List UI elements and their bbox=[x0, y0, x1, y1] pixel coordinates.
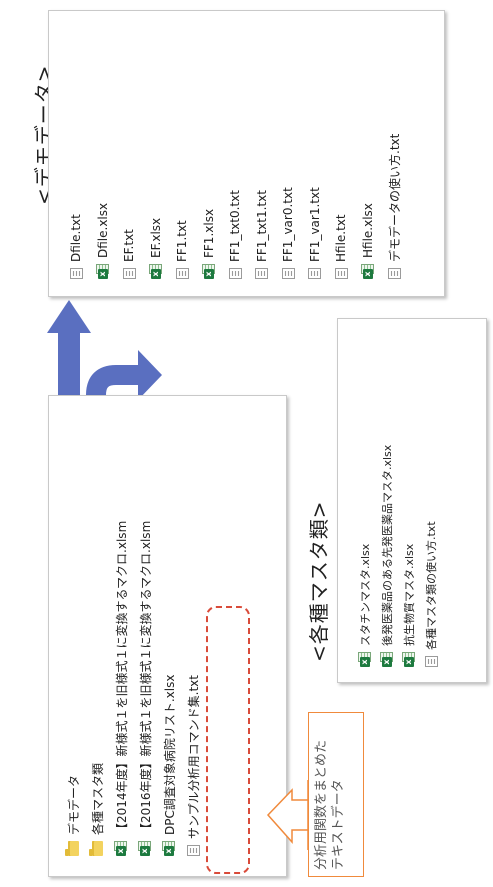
master-folder-title: <各種マスタ類> bbox=[307, 500, 331, 662]
file-name-label: DPC調査対象病院リスト.xlsx bbox=[162, 674, 177, 835]
file-list-item[interactable]: FF1_txt0.txt bbox=[222, 134, 249, 279]
file-name-label: EF.txt bbox=[122, 229, 137, 262]
file-list-item[interactable]: x 後発医薬品のある先発医薬品マスタ.xlsx bbox=[376, 445, 398, 667]
main-folder-panel: デモデータ各種マスタ類 x 【2014年度】新様式１を旧様式１に変換するマクロ.xl… bbox=[48, 395, 287, 877]
excel-icon: x bbox=[360, 264, 375, 279]
file-list-item[interactable]: 各種マスタ類 bbox=[85, 521, 109, 856]
file-name-label: Dfile.xlsx bbox=[95, 202, 110, 258]
file-name-label: FF1_txt0.txt bbox=[228, 190, 243, 262]
text-file-icon bbox=[228, 268, 242, 279]
text-file-icon bbox=[334, 268, 348, 279]
excel-icon: x bbox=[95, 264, 110, 279]
file-name-label: 【2016年度】新様式１を旧様式１に変換するマクロ.xlsm bbox=[138, 520, 153, 835]
excel-icon: x bbox=[402, 652, 416, 667]
file-name-label: Hfile.xlsx bbox=[360, 203, 375, 258]
master-folder-panel: x スタチンマスタ.xlsx x 後発医薬品のある先発医薬品マスタ.xlsx x 抗生物質… bbox=[337, 318, 487, 683]
annotation-callout: 分析用関数をまとめたテキストデータ bbox=[308, 712, 364, 877]
file-list-item[interactable]: サンプル分析用コマンド集.txt bbox=[181, 521, 205, 856]
file-name-label: FF1.xlsx bbox=[201, 208, 216, 258]
file-list-item[interactable]: x DPC調査対象病院リスト.xlsx bbox=[157, 521, 181, 856]
file-list-item[interactable]: デモデータ bbox=[61, 521, 85, 856]
file-list-item[interactable]: EF.txt bbox=[116, 134, 143, 279]
file-name-label: FF1_var1.txt bbox=[307, 187, 322, 262]
text-file-icon bbox=[122, 268, 136, 279]
file-name-label: Hfile.txt bbox=[334, 214, 349, 262]
file-name-label: デモデータ bbox=[66, 774, 81, 835]
file-name-label: 【2014年度】新様式１を旧様式１に変換するマクロ.xlsm bbox=[114, 520, 129, 835]
excel-icon: x bbox=[138, 841, 152, 856]
text-file-icon bbox=[281, 268, 295, 279]
file-name-label: FF1.txt bbox=[175, 220, 190, 262]
highlight-command-file bbox=[206, 606, 250, 874]
file-list-item[interactable]: x Hfile.xlsx bbox=[355, 134, 382, 279]
text-file-icon bbox=[186, 845, 200, 856]
file-list-item[interactable]: x 【2014年度】新様式１を旧様式１に変換するマクロ.xlsm bbox=[109, 521, 133, 856]
file-list-item[interactable]: デモデータの使い方.txt bbox=[381, 134, 408, 279]
text-file-icon bbox=[69, 268, 83, 279]
file-name-label: サンプル分析用コマンド集.txt bbox=[186, 675, 201, 839]
excel-icon: x bbox=[148, 264, 163, 279]
file-list-item[interactable]: Hfile.txt bbox=[328, 134, 355, 279]
file-name-label: デモデータの使い方.txt bbox=[387, 133, 402, 262]
excel-icon: x bbox=[162, 841, 176, 856]
text-file-icon bbox=[424, 656, 438, 667]
file-list-item[interactable]: 各種マスタ類の使い方.txt bbox=[420, 445, 442, 667]
file-list-item[interactable]: FF1_var1.txt bbox=[302, 134, 329, 279]
text-file-icon bbox=[387, 268, 401, 279]
file-list-item[interactable]: x EF.xlsx bbox=[143, 134, 170, 279]
file-name-label: FF1_var0.txt bbox=[281, 187, 296, 262]
file-list-item[interactable]: FF1.txt bbox=[169, 134, 196, 279]
demo-data-panel: Dfile.txt x Dfile.xlsx EF.txt x EF.xlsx FF1.tx… bbox=[48, 10, 445, 297]
file-name-label: EF.xlsx bbox=[148, 217, 163, 258]
file-name-label: 各種マスタ類の使い方.txt bbox=[425, 521, 438, 650]
file-list-item[interactable]: Dfile.txt bbox=[63, 134, 90, 279]
file-name-label: 後発医薬品のある先発医薬品マスタ.xlsx bbox=[381, 444, 394, 646]
file-name-label: Dfile.txt bbox=[69, 214, 84, 262]
excel-icon: x bbox=[114, 841, 128, 856]
text-file-icon bbox=[308, 268, 322, 279]
excel-icon: x bbox=[358, 652, 372, 667]
file-name-label: 各種マスタ類 bbox=[90, 762, 105, 835]
folder-icon bbox=[67, 841, 79, 856]
file-list-item[interactable]: x Dfile.xlsx bbox=[90, 134, 117, 279]
file-list-item[interactable]: x スタチンマスタ.xlsx bbox=[354, 445, 376, 667]
file-list-item[interactable]: x 【2016年度】新様式１を旧様式１に変換するマクロ.xlsm bbox=[133, 521, 157, 856]
excel-icon: x bbox=[201, 264, 216, 279]
file-name-label: 抗生物質マスタ.xlsx bbox=[403, 543, 416, 646]
folder-icon bbox=[91, 841, 103, 856]
file-list-item[interactable]: FF1_var0.txt bbox=[275, 134, 302, 279]
file-list-item[interactable]: x FF1.xlsx bbox=[196, 134, 223, 279]
file-list-item[interactable]: FF1_txt1.txt bbox=[249, 134, 276, 279]
excel-icon: x bbox=[380, 652, 394, 667]
file-list-item[interactable]: x 抗生物質マスタ.xlsx bbox=[398, 445, 420, 667]
file-name-label: FF1_txt1.txt bbox=[254, 190, 269, 262]
text-file-icon bbox=[255, 268, 269, 279]
file-name-label: スタチンマスタ.xlsx bbox=[359, 543, 372, 646]
annotation-text: 分析用関数をまとめたテキストデータ bbox=[314, 739, 346, 870]
text-file-icon bbox=[175, 268, 189, 279]
